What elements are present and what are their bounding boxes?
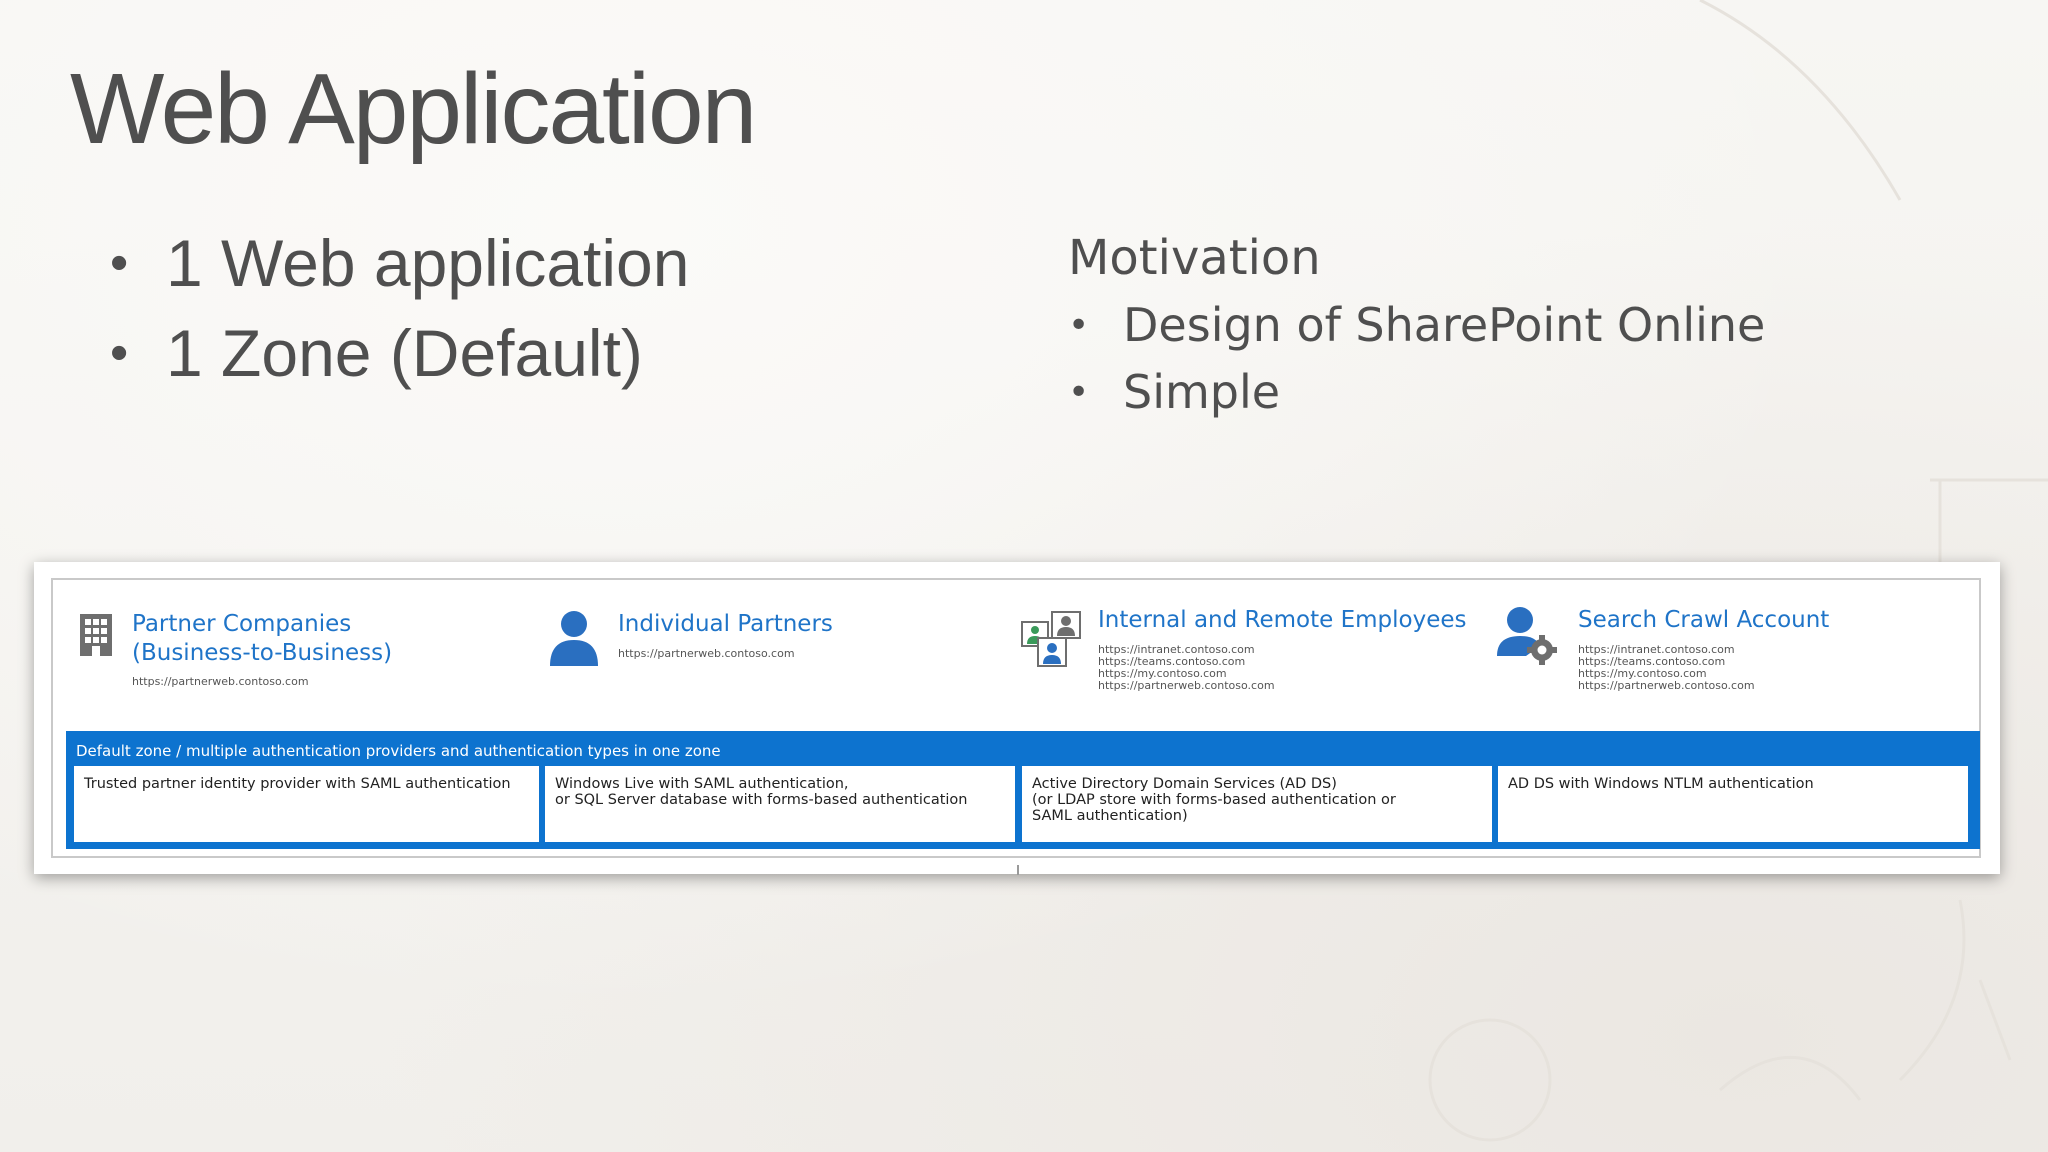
zone-diagram-panel: Partner Companies (Business-to-Business)…	[34, 562, 2000, 875]
partner-companies-url: https://partnerweb.contoso.com	[132, 675, 309, 688]
zone-cell-text: AD DS with Windows NTLM authentication	[1508, 776, 1814, 792]
bullet-text: Simple	[1123, 365, 1281, 419]
internal-remote-employees-url-3: https://my.contoso.com	[1098, 667, 1227, 680]
internal-remote-employees-title: Internal and Remote Employees	[1098, 607, 1467, 633]
zone-cell-text: Windows Live with SAML authentication,	[555, 776, 849, 792]
zone-cell-text: Active Directory Domain Services (AD DS)	[1032, 776, 1337, 792]
internal-remote-employees-url-1: https://intranet.contoso.com	[1098, 643, 1255, 656]
search-crawl-account-url-1: https://intranet.contoso.com	[1578, 643, 1735, 656]
person-icon	[550, 611, 598, 666]
partner-companies-title-line-1: Partner Companies	[132, 611, 352, 637]
bullet-text: Design of SharePoint Online	[1123, 298, 1766, 352]
search-crawl-account-url-3: https://my.contoso.com	[1578, 667, 1707, 680]
default-zone-label: Default zone / multiple authentication p…	[76, 742, 721, 760]
zone-cell-text: (or LDAP store with forms-based authenti…	[1032, 792, 1396, 808]
bullet-simple: • Simple	[1068, 359, 1765, 426]
bullet-glyph: •	[1068, 372, 1090, 413]
internal-remote-employees-url-2: https://teams.contoso.com	[1098, 655, 1246, 668]
bullet-glyph: •	[110, 234, 129, 292]
building-icon	[80, 614, 112, 656]
motivation-bullet-list: • Design of SharePoint Online • Simple	[1068, 292, 1765, 426]
partner-companies-title-line-2: (Business-to-Business)	[132, 640, 393, 666]
frame-tick-mark	[1017, 865, 1019, 875]
left-bullet-list: • 1 Web application • 1 Zone (Default)	[110, 218, 689, 398]
bullet-zone-default: • 1 Zone (Default)	[110, 308, 689, 398]
individual-partners-title: Individual Partners	[618, 611, 833, 637]
motivation-heading: Motivation	[1068, 230, 1321, 286]
bullet-glyph: •	[1068, 305, 1090, 346]
bullet-glyph: •	[110, 324, 129, 382]
zone-cell-text: SAML authentication)	[1032, 808, 1188, 824]
zone-cell-saml-partner: Trusted partner identity provider with S…	[74, 766, 539, 842]
zone-cell-windows-live: Windows Live with SAML authentication, o…	[545, 766, 1015, 842]
person-gear-icon	[1497, 607, 1557, 665]
bullet-text: 1 Web application	[166, 226, 690, 300]
search-crawl-account-title: Search Crawl Account	[1578, 607, 1830, 633]
slide-title: Web Application	[70, 53, 757, 165]
bullet-design-sharepoint-online: • Design of SharePoint Online	[1068, 292, 1765, 359]
internal-remote-employees-url-4: https://partnerweb.contoso.com	[1098, 679, 1275, 692]
bullet-text: 1 Zone (Default)	[166, 316, 643, 390]
people-group-icon	[1021, 611, 1081, 667]
bullet-web-application: • 1 Web application	[110, 218, 689, 308]
diagram-frame	[51, 578, 1981, 858]
individual-partners-url: https://partnerweb.contoso.com	[618, 647, 795, 660]
zone-cell-ad-ds: Active Directory Domain Services (AD DS)…	[1022, 766, 1492, 842]
search-crawl-account-url-4: https://partnerweb.contoso.com	[1578, 679, 1755, 692]
zone-cell-text: Trusted partner identity provider with S…	[84, 776, 511, 792]
zone-cell-text: or SQL Server database with forms-based …	[555, 792, 968, 808]
zone-cell-ntlm: AD DS with Windows NTLM authentication	[1498, 766, 1968, 842]
search-crawl-account-url-2: https://teams.contoso.com	[1578, 655, 1726, 668]
